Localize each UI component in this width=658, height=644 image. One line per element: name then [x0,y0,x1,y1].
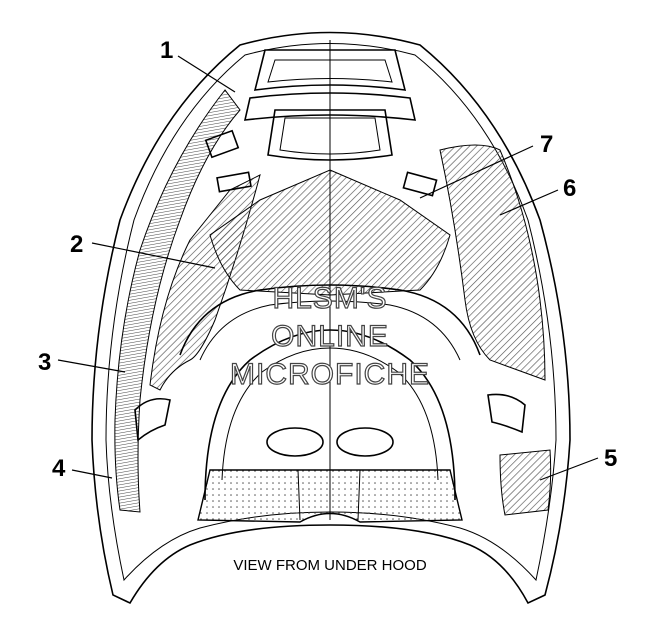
watermark-line-2: ONLINE [271,320,389,353]
left-side-liner [114,89,241,513]
leader-4 [71,469,113,479]
leader-3 [57,359,126,373]
second-vent-frame [243,92,417,121]
callout-7: 7 [540,131,553,158]
right-lower-liner [499,449,552,516]
callout-2: 2 [70,231,83,258]
view-caption: VIEW FROM UNDER HOOD [233,557,426,574]
right-lamp-opening [336,427,394,457]
right-upper-vent [402,171,438,197]
right-side-scoop [487,393,526,434]
callout-3: 3 [38,349,51,376]
top-vent-inner [267,59,393,83]
leader-7 [419,145,534,199]
callout-4: 4 [52,455,66,482]
left-upper-vent [204,129,240,159]
leader-1 [177,55,236,93]
callout-6: 6 [563,175,576,202]
leader-2 [91,242,216,269]
left-lamp-opening [266,427,324,457]
leader-5 [539,457,599,481]
watermark-line-1: HLSM'S [272,282,387,315]
watermark-line-3: MICROFICHE [230,358,430,391]
leader-6 [499,189,559,216]
grille-divider-left [297,469,301,521]
callout-1: 1 [160,37,173,64]
top-vent-frame [253,49,407,91]
left-side-scoop [134,397,171,442]
grille-divider-right [357,469,361,521]
left-mid-vent [216,171,252,193]
callout-5: 5 [604,445,617,472]
right-side-liner [439,144,546,381]
center-window-inner [279,117,381,155]
center-window [267,109,393,161]
